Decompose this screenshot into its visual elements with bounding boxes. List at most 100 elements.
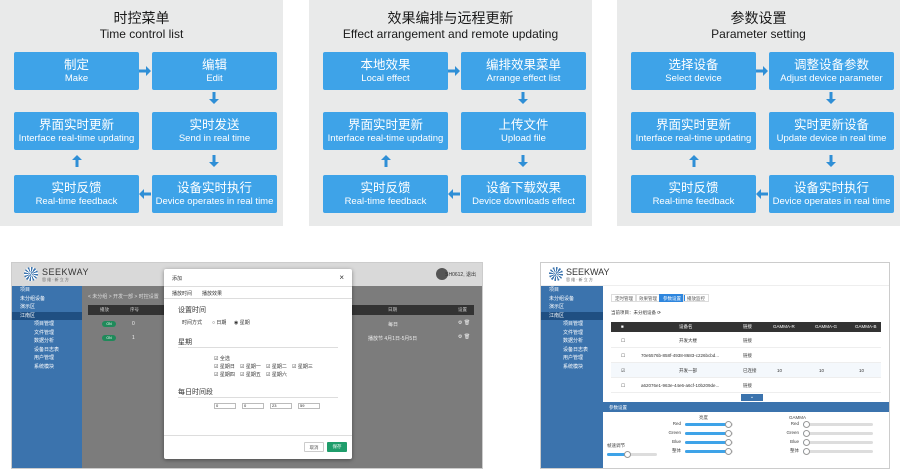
weekday-checkbox[interactable]: ☑ 星期二 [266, 364, 287, 370]
chevron-down-icon[interactable]: ⌄ [741, 394, 763, 401]
sidebar-item[interactable]: 系统模块 [563, 363, 584, 370]
brightness-slider[interactable] [685, 430, 733, 437]
play-toggle[interactable]: ON [102, 335, 116, 341]
select-all-icon[interactable]: ■ [621, 324, 624, 329]
speed-slider[interactable] [607, 451, 657, 458]
row-checkbox[interactable]: ☑ [621, 368, 626, 373]
brightness-slider[interactable] [685, 421, 733, 428]
divider [178, 397, 338, 398]
add-schedule-modal: 添加 × 播放时间 播放效果 设置时间 时间方式 ○ 日期 ◉ 星期 星期 ☑ … [164, 269, 352, 459]
end-hour-input[interactable]: 23 [270, 403, 292, 409]
brightness-fill [685, 423, 729, 426]
step-label-zh: 调整设备参数 [793, 57, 869, 72]
speed-knob[interactable] [623, 451, 631, 458]
brightness-knob[interactable] [724, 430, 732, 437]
row-checkbox[interactable]: ☐ [621, 383, 626, 388]
brightness-knob[interactable] [724, 421, 732, 428]
gamma-knob[interactable] [803, 448, 810, 455]
sidebar-item[interactable]: 数据分析 [34, 338, 55, 344]
save-button[interactable]: 保存 [327, 442, 347, 452]
sidebar-item[interactable]: 用户管理 [563, 355, 584, 361]
close-icon[interactable]: × [339, 273, 344, 282]
tab-effect[interactable]: 效果管理 [635, 294, 661, 302]
gamma-knob[interactable] [803, 439, 810, 446]
logo-text: SEEKWAY [42, 267, 90, 277]
tab-play-effect[interactable]: 播放效果 [202, 291, 223, 297]
table-row[interactable]: ON 0 每日 ⚙ 🗑 [88, 318, 474, 330]
sidebar-item[interactable]: 未分组设备 [549, 295, 575, 302]
play-toggle[interactable]: ON [102, 321, 116, 327]
sidebar-item[interactable]: 未分组设备 [20, 295, 46, 302]
gamma-slider[interactable] [803, 421, 873, 428]
sidebar-item[interactable]: 数据分析 [563, 338, 584, 344]
brightness-slider[interactable] [685, 439, 733, 446]
sidebar-item[interactable]: 设备日志表 [563, 346, 589, 353]
end-minute-input[interactable]: 59 [298, 403, 320, 409]
gamma-knob[interactable] [803, 421, 810, 428]
sidebar-item[interactable]: 文件管理 [563, 329, 584, 336]
sidebar-item[interactable]: 系统模块 [34, 363, 55, 370]
panel-title-en: Time control list [99, 27, 184, 41]
panel-title: 参数设置 [603, 403, 889, 412]
avatar[interactable] [436, 268, 448, 280]
row-checkbox[interactable]: ☐ [621, 338, 626, 343]
sidebar-item[interactable]: 用户管理 [34, 355, 55, 361]
start-minute-input[interactable]: 0 [242, 403, 264, 409]
weekday-checkbox[interactable]: ☑ 星期日 [214, 364, 235, 370]
radio-week[interactable]: ◉ 星期 [234, 320, 250, 326]
gamma-slider[interactable] [803, 439, 873, 446]
sidebar: 项目未分组设备演示区江南区项目管理文件管理数据分析设备日志表用户管理系统模块 [541, 286, 603, 468]
weekday-checkbox[interactable]: ☑ 星期三 [292, 364, 313, 370]
weekday-checkbox[interactable]: ☑ 星期一 [240, 364, 261, 370]
step-label-en: Make [64, 72, 89, 84]
sidebar-item[interactable]: 项目管理 [563, 321, 584, 327]
step-label-en: Select device [665, 72, 722, 84]
sidebar-item[interactable]: 文件管理 [34, 329, 55, 336]
sidebar-item[interactable]: 演示区 [20, 304, 36, 310]
radio-date[interactable]: ○ 日期 [212, 320, 227, 326]
step-label-zh: 设备实时执行 [176, 180, 252, 195]
start-hour-input[interactable]: 0 [214, 403, 236, 409]
settings-icon[interactable]: ⚙ 🗑 [458, 320, 471, 326]
sidebar-item[interactable]: 项目 [549, 287, 560, 293]
weekday-checkbox[interactable]: ☑ 星期五 [240, 372, 261, 378]
cancel-button[interactable]: 取消 [304, 442, 324, 452]
step-label-zh: 上传文件 [498, 117, 549, 132]
weekday-checkbox[interactable]: ☑ 星期四 [214, 372, 235, 378]
settings-icon[interactable]: ⚙ 🗑 [458, 334, 471, 340]
sidebar-item[interactable]: 江南区 [541, 311, 603, 320]
refresh-icon[interactable]: ⟳ [657, 310, 662, 315]
weekday-label: 星期一 [245, 364, 261, 370]
sidebar-item[interactable]: 设备日志表 [34, 346, 60, 353]
sidebar-item[interactable]: 项目 [20, 287, 31, 293]
gamma-slider[interactable] [803, 448, 873, 455]
gamma-slider[interactable] [803, 430, 873, 437]
tab-play-time[interactable]: 播放时间 [172, 291, 193, 297]
select-all-checkbox[interactable]: ☑ 全选 [214, 356, 230, 362]
gamma-channel-label: 整体 [790, 448, 799, 453]
brightness-knob[interactable] [724, 448, 732, 455]
sidebar-item[interactable]: 项目管理 [34, 321, 55, 327]
gamma-knob[interactable] [803, 430, 810, 437]
tab-monitor[interactable]: 播放监控 [683, 294, 709, 302]
tab-parameter[interactable]: 参数设置 [659, 294, 685, 302]
tab-timer[interactable]: 定时管理 [611, 294, 637, 302]
radio-week-label: 星期 [239, 320, 250, 326]
table-row[interactable]: ☐a62076e1-963e-44e6-a6cf-10b209de...链接 [611, 378, 881, 393]
weekday-checkbox[interactable]: ☑ 星期六 [266, 372, 287, 378]
sidebar-item[interactable]: 江南区 [12, 311, 82, 320]
table-row[interactable]: ON 1 播放节 4月1日-5月5日 ⚙ 🗑 [88, 332, 474, 344]
user-logout[interactable]: SH0612, 退出 [445, 272, 476, 278]
brightness-slider[interactable] [685, 448, 733, 455]
row-checkbox[interactable]: ☐ [621, 353, 626, 358]
sidebar-item[interactable]: 演示区 [549, 304, 565, 310]
col-date: 日期 [388, 307, 397, 312]
brightness-knob[interactable] [724, 439, 732, 446]
col-device-name: 设备名 [679, 324, 693, 329]
table-row[interactable]: ☐70e5576b-858f-4938-8683-c226bcbd...链接 [611, 348, 881, 363]
step-label-zh: 实时发送 [189, 117, 240, 132]
table-row[interactable]: ☐开发大楼链接 [611, 333, 881, 348]
